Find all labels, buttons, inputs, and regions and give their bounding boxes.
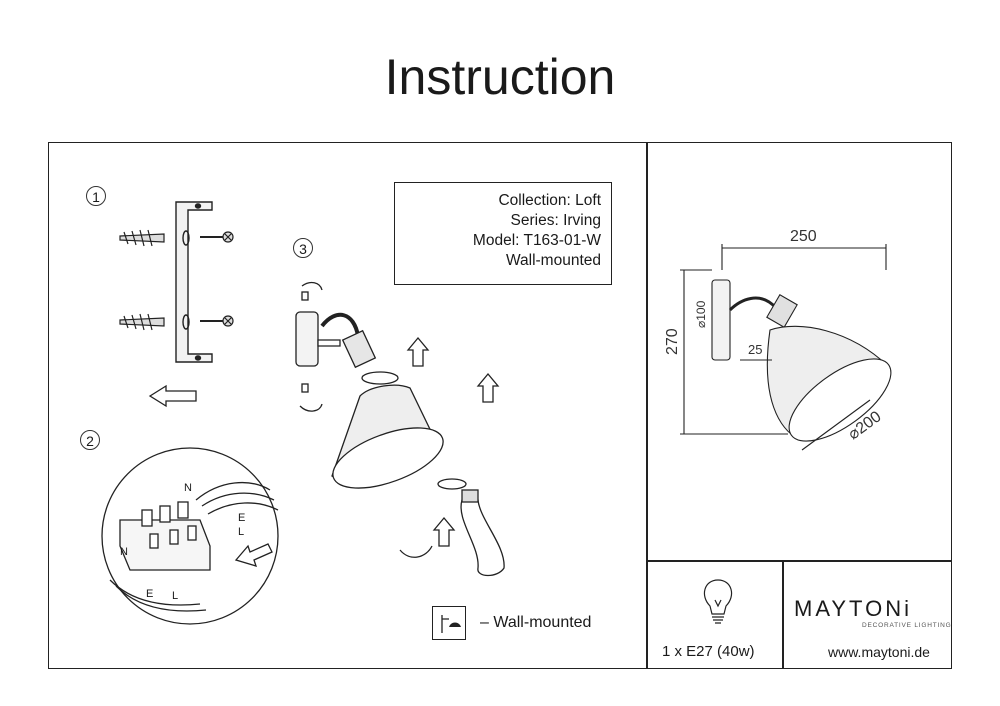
mount-label: Wall-mounted: [505, 252, 601, 269]
bulb-spec: 1 x E27 (40w): [662, 643, 755, 660]
divider-vertical-footer: [782, 560, 784, 669]
wire-label-n-top: N: [184, 482, 192, 494]
collection-label: Collection: Loft: [498, 192, 601, 209]
step-1-number: 1: [86, 186, 106, 206]
mounting-bracket-illustration: [175, 201, 213, 363]
rotate-arrow-icon: [399, 545, 433, 558]
divider-vertical-main: [646, 142, 648, 669]
wire-label-e-bottom: E: [146, 588, 154, 600]
legend-wall-mounted: – Wall-mounted: [480, 614, 592, 631]
model-label: Model: T163-01-W: [472, 232, 601, 249]
product-info-box: Collection: Loft Series: Irving Model: T…: [394, 182, 612, 285]
screws-top-illustration: [119, 229, 234, 247]
dimension-offset: 25: [748, 342, 763, 357]
brand-logo: MAYTONi: [794, 596, 912, 621]
dimension-width: 250: [790, 228, 817, 245]
arrow-up-icon-3: [432, 516, 456, 547]
arrow-wiring-icon: [234, 543, 273, 567]
arrow-up-icon: [406, 336, 430, 367]
step-2-number: 2: [80, 430, 100, 450]
wire-label-l-top: L: [238, 526, 245, 538]
wall-mount-icon: [432, 606, 466, 640]
step-3-number: 3: [293, 238, 313, 258]
wire-label-n-bottom: N: [120, 546, 128, 558]
arrow-left-icon: [148, 384, 197, 408]
wire-label-l-bottom: L: [172, 590, 179, 602]
dimension-drawing: [680, 244, 892, 451]
series-label: Series: Irving: [510, 212, 601, 229]
arrow-up-icon-2: [476, 372, 500, 403]
instruction-frame: [48, 142, 952, 669]
brand-tagline: DECORATIVE LIGHTING: [862, 622, 952, 629]
page-title: Instruction: [384, 49, 616, 105]
divider-horizontal-right: [646, 560, 952, 562]
brand-website: www.maytoni.de: [828, 644, 930, 660]
wire-label-e-top: E: [238, 512, 246, 524]
wiring-detail-illustration: [101, 447, 279, 625]
screws-bottom-illustration: [119, 313, 234, 331]
lamp-assembly-illustration: [295, 281, 505, 577]
